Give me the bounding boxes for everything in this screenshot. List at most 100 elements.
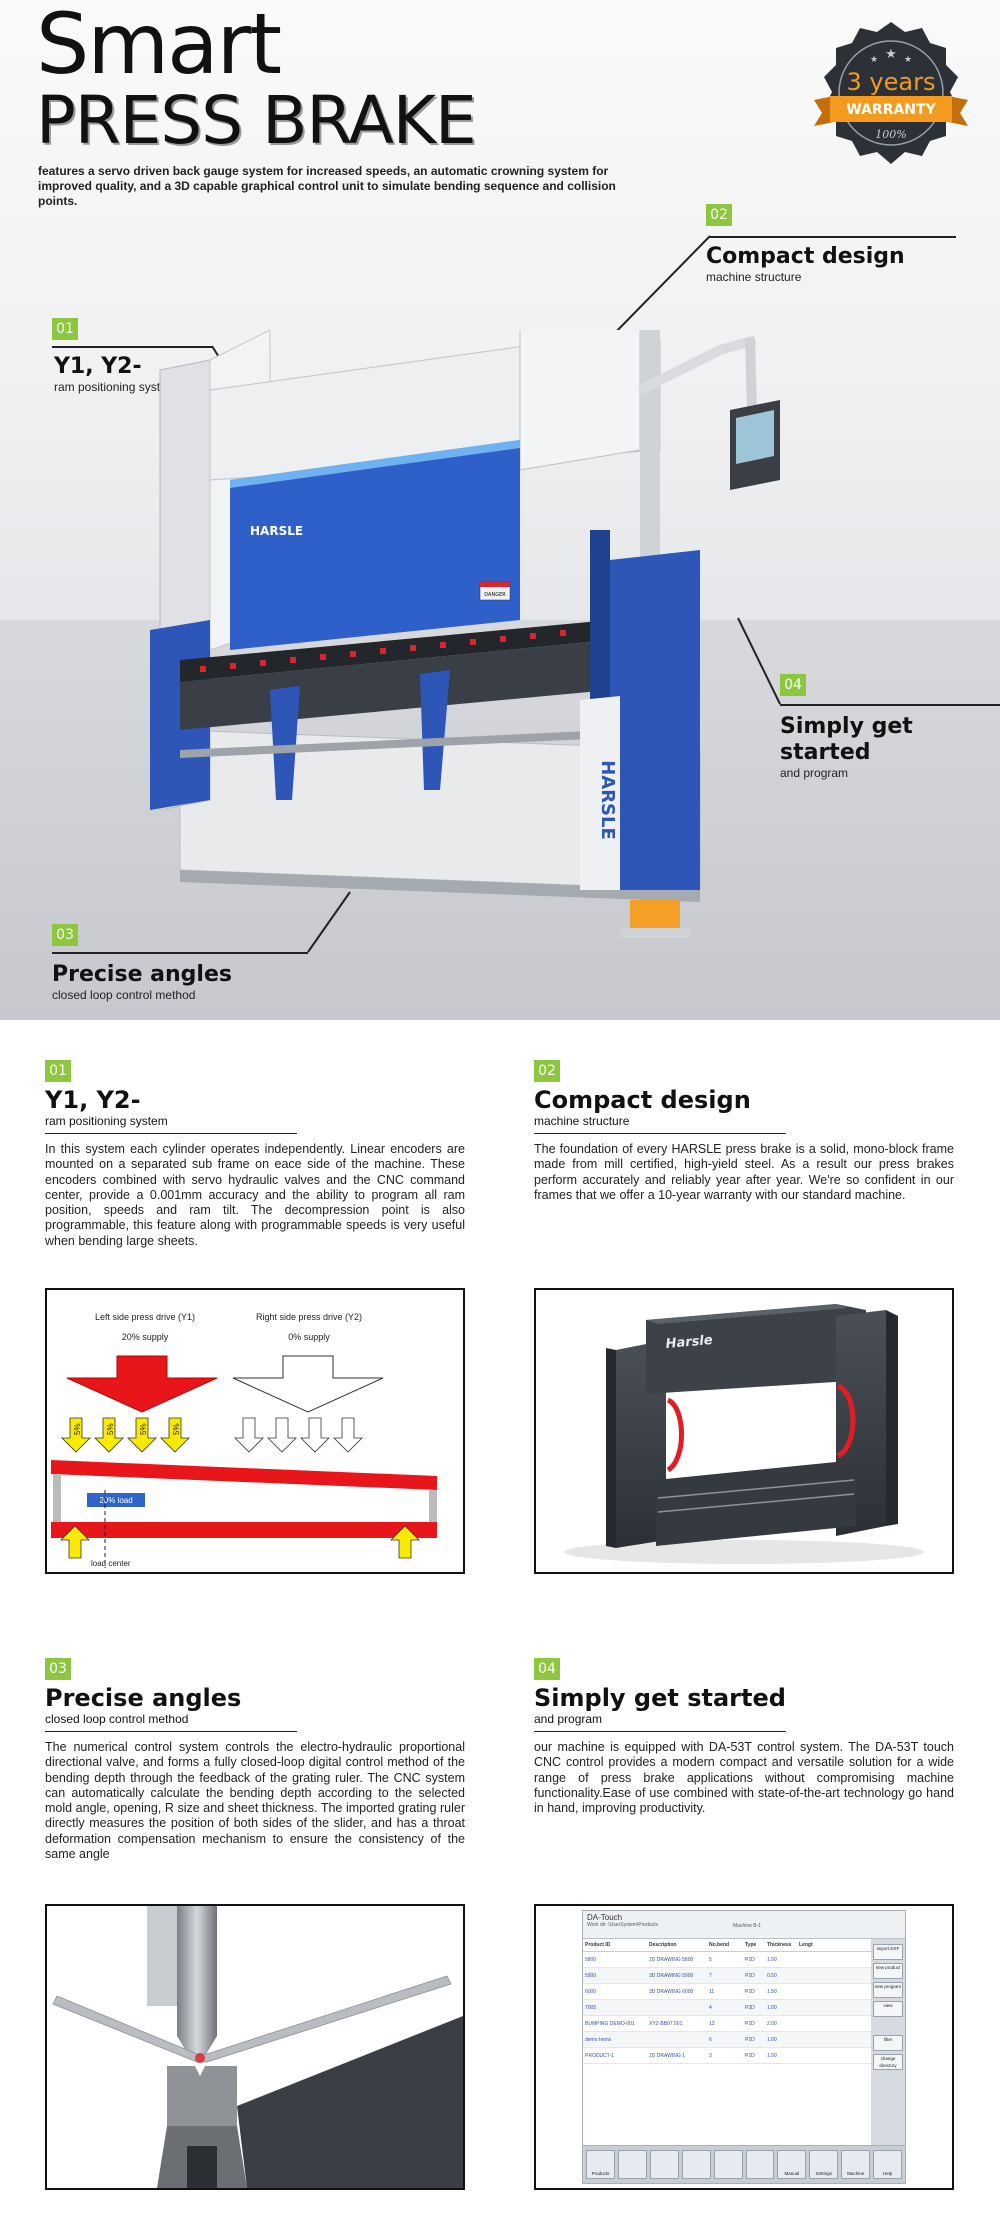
table-cell: 13 (709, 2020, 715, 2027)
hero-description: features a servo driven back gauge syste… (38, 164, 616, 208)
feature-subtitle: ram positioning system (45, 1114, 297, 1134)
load-center-label: load center (91, 1559, 131, 1568)
feature-number: 01 (45, 1060, 71, 1082)
side-button[interactable]: filter (873, 2035, 903, 2051)
badge-years: 3 years (847, 68, 936, 96)
side-button[interactable]: view (873, 2001, 903, 2017)
callout-number: 03 (52, 924, 78, 946)
right-drive-label: Right side press drive (Y2) (256, 1312, 362, 1322)
feature-title: Y1, Y2- (45, 1086, 141, 1114)
callout-line (780, 704, 1000, 706)
col-length[interactable]: Lengt (799, 1942, 813, 1948)
bending-tool-image (45, 1904, 465, 2190)
side-button[interactable]: new product (873, 1963, 903, 1979)
callout-title: Precise angles (52, 962, 232, 987)
side-button[interactable]: change directory (873, 2054, 903, 2070)
machine-brand: HARSLE (250, 524, 303, 538)
table-cell: 2D DRAWING 1 (649, 2052, 685, 2059)
bottom-nav-button[interactable] (617, 2150, 647, 2179)
feature-precise-angles: 03 Precise angles closed loop control me… (45, 1658, 465, 1862)
callout-y1-y2: 01 (52, 318, 78, 340)
table-cell: 7005 (585, 2004, 597, 2011)
danger-label: DANGER (484, 592, 506, 598)
callout-text: Y1, Y2- ram positioning system (54, 354, 177, 394)
bottom-nav-button[interactable]: Machine (841, 2150, 871, 2179)
da-touch-path: Work dir: \UserSystem\Products (587, 1922, 659, 1928)
table-cell: 6000 (585, 1988, 597, 1995)
bottom-nav-button[interactable] (681, 2150, 711, 2179)
machine-side-brand: HARSLE (597, 760, 618, 840)
col-product-id[interactable]: Product ID (585, 1942, 611, 1948)
callout-simply-get-started: 04 (780, 674, 806, 696)
callout-number: 01 (52, 318, 78, 340)
press-brake-machine-image: HARSLE HARSLE DANGER (150, 330, 780, 938)
feature-simply-get-started: 04 Simply get started and program our ma… (534, 1658, 954, 1816)
bottom-nav-button[interactable]: Help (873, 2150, 903, 2179)
callout-number: 02 (706, 204, 732, 226)
table-cell: 2.00 (767, 2020, 777, 2027)
col-thickness[interactable]: Thickness (767, 1942, 792, 1948)
table-cell: BUMPING DEMO-001 (585, 2020, 635, 2027)
da-touch-side-buttons: import DXF new product new program view filt… (871, 1939, 905, 2145)
table-cell: PRODUCT-1 (585, 2052, 614, 2059)
svg-text:★: ★ (885, 47, 897, 62)
feature-body: The numerical control system controls th… (45, 1740, 465, 1862)
product-table: Product ID Description No.bend Type Thic… (583, 1939, 871, 2145)
feature-subtitle: machine structure (534, 1114, 786, 1134)
load-label: 20% load (99, 1496, 132, 1505)
table-cell: 6 (709, 2036, 712, 2043)
table-cell: 0.50 (767, 1972, 777, 1979)
table-cell: 3D DRAWING 5900 (649, 1972, 694, 1979)
bottom-nav-button[interactable] (713, 2150, 743, 2179)
da-touch-window: DA-Touch Work dir: \UserSystem\Products … (582, 1910, 906, 2184)
percent-label: 5% (139, 1423, 148, 1435)
callout-precise-angles: 03 (52, 924, 78, 946)
product-table-header: Product ID Description No.bend Type Thic… (583, 1939, 871, 1952)
callout-line (52, 952, 308, 954)
bottom-nav-button[interactable]: Manual (777, 2150, 807, 2179)
hero-banner: Smart PRESS BRAKE features a servo drive… (0, 0, 1000, 1020)
bottom-nav-button[interactable] (649, 2150, 679, 2179)
table-cell: P2D (745, 2036, 755, 2043)
bottom-nav-label: Manual (784, 2171, 800, 2176)
table-cell: 7 (709, 1972, 712, 1979)
side-button[interactable]: new program (873, 1982, 903, 1998)
feature-number: 02 (534, 1060, 560, 1082)
callout-subtitle: ram positioning system (54, 380, 177, 394)
col-type[interactable]: Type (745, 1942, 757, 1948)
col-no-bend[interactable]: No.bend (709, 1942, 729, 1948)
col-description[interactable]: Description (649, 1942, 677, 1948)
percent-label: 5% (172, 1423, 181, 1435)
bottom-nav-button[interactable] (745, 2150, 775, 2179)
hero-title-press-brake: PRESS BRAKE (36, 82, 477, 159)
callout-title: Compact design (706, 244, 905, 269)
bottom-nav-label: Products (591, 2171, 610, 2176)
feature-body: The foundation of every HARSLE press bra… (534, 1142, 954, 1202)
bottom-nav-label: Help (882, 2171, 893, 2176)
callout-line (52, 346, 212, 348)
table-cell: XYZ-BB07.001 (649, 2020, 683, 2027)
svg-text:★: ★ (904, 55, 912, 65)
left-supply-label: 20% supply (122, 1332, 169, 1342)
bottom-nav-button[interactable]: Products (586, 2150, 615, 2179)
side-button[interactable]: import DXF (873, 1944, 903, 1960)
table-cell: 1.50 (767, 1988, 777, 1995)
table-cell: 3 (709, 2052, 712, 2059)
bottom-nav-button[interactable]: Settings (809, 2150, 839, 2179)
svg-text:★: ★ (870, 55, 878, 65)
callout-text: Precise angles closed loop control metho… (52, 962, 232, 1002)
feature-title: Precise angles (45, 1684, 242, 1712)
feature-subtitle: closed loop control method (45, 1712, 297, 1732)
bottom-nav-label: Machine (847, 2171, 865, 2176)
feature-number: 04 (534, 1658, 560, 1680)
warranty-badge: ★ ★ ★ 3 years WARRANTY 100% (814, 22, 968, 164)
table-cell: 5 (709, 1956, 712, 1963)
